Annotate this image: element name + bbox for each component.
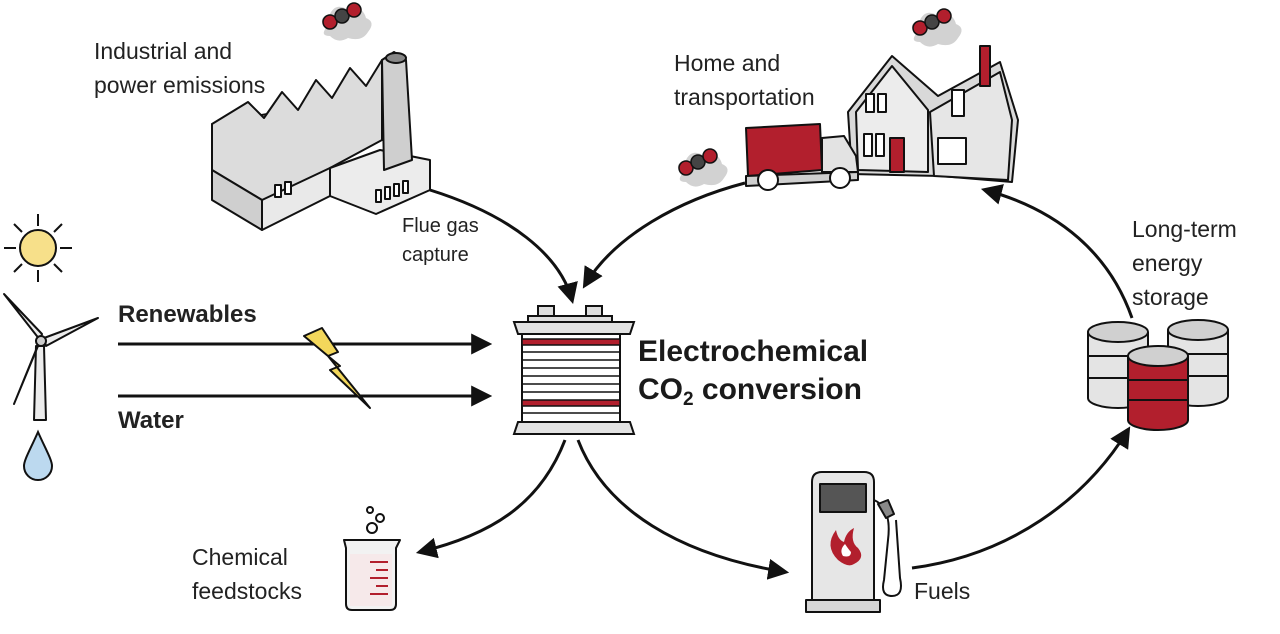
label-storage-line1: Long-term bbox=[1132, 216, 1237, 242]
arrow-cell-to-chemical bbox=[415, 439, 567, 559]
co2-prefix: CO bbox=[638, 373, 683, 406]
electrochemical-cell-icon bbox=[512, 305, 636, 435]
label-home-line1: Home and bbox=[674, 50, 781, 76]
center-title-line2: CO2 conversion bbox=[638, 371, 868, 419]
co2-molecule-icon bbox=[677, 148, 729, 188]
fuel-pump-icon bbox=[805, 471, 902, 613]
label-industrial-line1: Industrial and bbox=[94, 38, 233, 64]
co2-subscript: 2 bbox=[683, 389, 694, 410]
arrow-fuels-to-storage bbox=[911, 426, 1131, 570]
label-flue-gas: Flue gas capture bbox=[402, 212, 479, 270]
label-home-line2: transportation bbox=[674, 84, 815, 110]
label-chemical-line1: Chemical bbox=[192, 544, 288, 570]
lightning-icon bbox=[303, 327, 371, 409]
arrow-home-to-cell bbox=[582, 181, 746, 289]
beaker-icon bbox=[343, 506, 401, 611]
center-title: Electrochemical CO2 conversion bbox=[638, 333, 868, 419]
label-storage-line3: storage bbox=[1132, 284, 1209, 310]
label-industrial: Industrial and power emissions bbox=[94, 34, 265, 102]
wind-turbine-icon bbox=[3, 293, 99, 421]
arrow-flue-gas bbox=[429, 188, 578, 305]
arrow-storage-to-home bbox=[980, 184, 1134, 319]
label-home: Home and transportation bbox=[674, 46, 815, 114]
co2-molecule-icon bbox=[911, 8, 963, 48]
storage-barrels-icon bbox=[1087, 319, 1229, 431]
label-flue-line1: Flue gas bbox=[402, 215, 479, 237]
co2-molecule-icon bbox=[321, 2, 373, 42]
factory-icon bbox=[211, 51, 431, 231]
sun-icon bbox=[4, 214, 72, 282]
house-icon bbox=[847, 45, 1019, 183]
arrow-cell-to-fuels bbox=[576, 439, 790, 580]
label-storage-line2: energy bbox=[1132, 250, 1203, 276]
label-flue-line2: capture bbox=[402, 244, 469, 266]
water-drop-icon bbox=[22, 429, 54, 481]
label-industrial-line2: power emissions bbox=[94, 72, 266, 98]
center-title-line1: Electrochemical bbox=[638, 335, 869, 368]
label-water: Water bbox=[118, 407, 184, 434]
truck-icon bbox=[745, 123, 859, 191]
label-chemical: Chemical feedstocks bbox=[192, 540, 302, 608]
label-renewables: Renewables bbox=[118, 301, 257, 328]
label-fuels: Fuels bbox=[914, 578, 971, 604]
label-storage: Long-term energy storage bbox=[1132, 212, 1237, 314]
label-chemical-line2: feedstocks bbox=[192, 578, 302, 604]
cell-plates bbox=[521, 338, 621, 414]
conversion-word: conversion bbox=[693, 373, 862, 406]
